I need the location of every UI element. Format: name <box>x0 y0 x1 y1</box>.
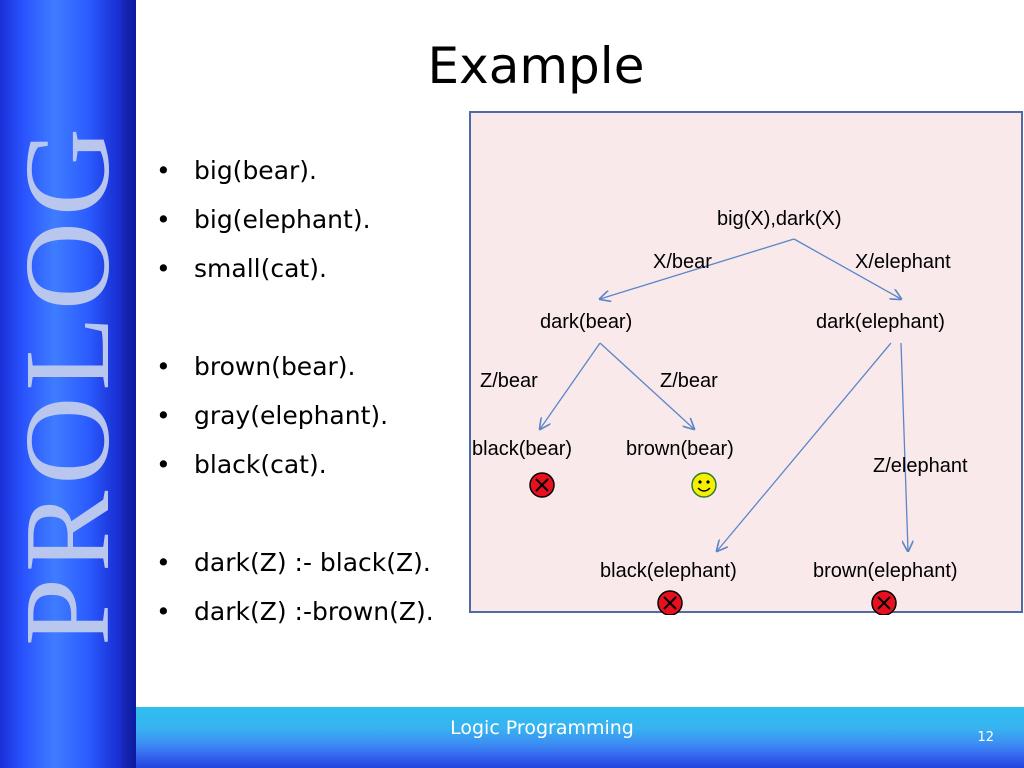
red-cross-icon <box>657 590 683 615</box>
bullet-dot: • <box>156 352 171 381</box>
bullet-dot: • <box>156 205 171 234</box>
slide-title: Example <box>427 37 645 95</box>
node-black-bear: black(bear) <box>472 438 573 460</box>
bullet-dot: • <box>156 450 171 479</box>
edge-label-x-bear: X/bear <box>653 251 712 273</box>
edge-root-to-dark-bear <box>600 238 795 299</box>
bullet-text: black(cat). <box>194 450 327 479</box>
sidebar-band: PROLOG <box>0 0 136 768</box>
node-brown-elephant: brown(elephant) <box>813 560 958 582</box>
edge-label-z-bear: Z/bear <box>480 370 538 392</box>
bullet-item: • gray(elephant). <box>150 395 434 444</box>
bullet-dot: • <box>156 156 171 185</box>
bullet-item: • black(cat). <box>150 444 434 493</box>
footer-bar: Logic Programming 12 <box>136 707 1024 768</box>
edge-label-x-elephant: X/elephant <box>855 251 951 273</box>
node-black-elephant: black(elephant) <box>600 560 737 582</box>
bullet-dot: • <box>156 254 171 283</box>
smiley-icon <box>691 472 717 498</box>
bullet-dot: • <box>156 597 171 626</box>
node-root: big(X),dark(X) <box>717 208 842 230</box>
red-cross-icon <box>871 590 897 615</box>
footer-title: Logic Programming <box>450 717 634 739</box>
red-cross-icon <box>529 472 555 498</box>
edge-dark-bear-to-black-bear <box>540 342 601 429</box>
bullet-spacer <box>150 297 434 346</box>
edge-label-z-elephant: Z/elephant <box>873 455 968 477</box>
bullet-text: gray(elephant). <box>194 401 389 430</box>
bullet-item: • big(bear). <box>150 150 434 199</box>
page-number: 12 <box>977 730 994 745</box>
bullet-item: • brown(bear). <box>150 346 434 395</box>
bullet-text: big(bear). <box>194 156 317 185</box>
prolog-brand: PROLOG <box>0 121 135 647</box>
node-brown-bear: brown(bear) <box>626 438 734 460</box>
resolution-tree-box: big(X),dark(X) X/bear X/elephant dark(be… <box>469 111 1024 615</box>
bullet-dot: • <box>156 401 171 430</box>
node-dark-bear: dark(bear) <box>540 311 633 333</box>
edge-dark-elephant-to-brown-elephant <box>900 342 908 551</box>
bullet-item: • small(cat). <box>150 248 434 297</box>
node-dark-elephant: dark(elephant) <box>816 311 945 333</box>
bullet-text: big(elephant). <box>194 205 371 234</box>
bullet-text: dark(Z) :- black(Z). <box>194 548 431 577</box>
bullet-item: • big(elephant). <box>150 199 434 248</box>
bullet-text: dark(Z) :-brown(Z). <box>194 597 434 626</box>
edge-root-to-dark-elephant <box>793 238 901 299</box>
bullet-text: brown(bear). <box>194 352 356 381</box>
edge-dark-bear-to-brown-bear <box>599 342 694 429</box>
edge-dark-elephant-to-black-elephant <box>717 342 892 551</box>
bullet-spacer <box>150 493 434 542</box>
bullet-list: • big(bear). • big(elephant). • small(cat).… <box>150 150 434 640</box>
bullet-dot: • <box>156 548 171 577</box>
edge-label-z-bear: Z/bear <box>660 370 718 392</box>
bullet-item: • dark(Z) :-brown(Z). <box>150 591 434 640</box>
bullet-text: small(cat). <box>194 254 327 283</box>
bullet-item: • dark(Z) :- black(Z). <box>150 542 434 591</box>
resolution-tree-edges <box>529 238 1024 615</box>
